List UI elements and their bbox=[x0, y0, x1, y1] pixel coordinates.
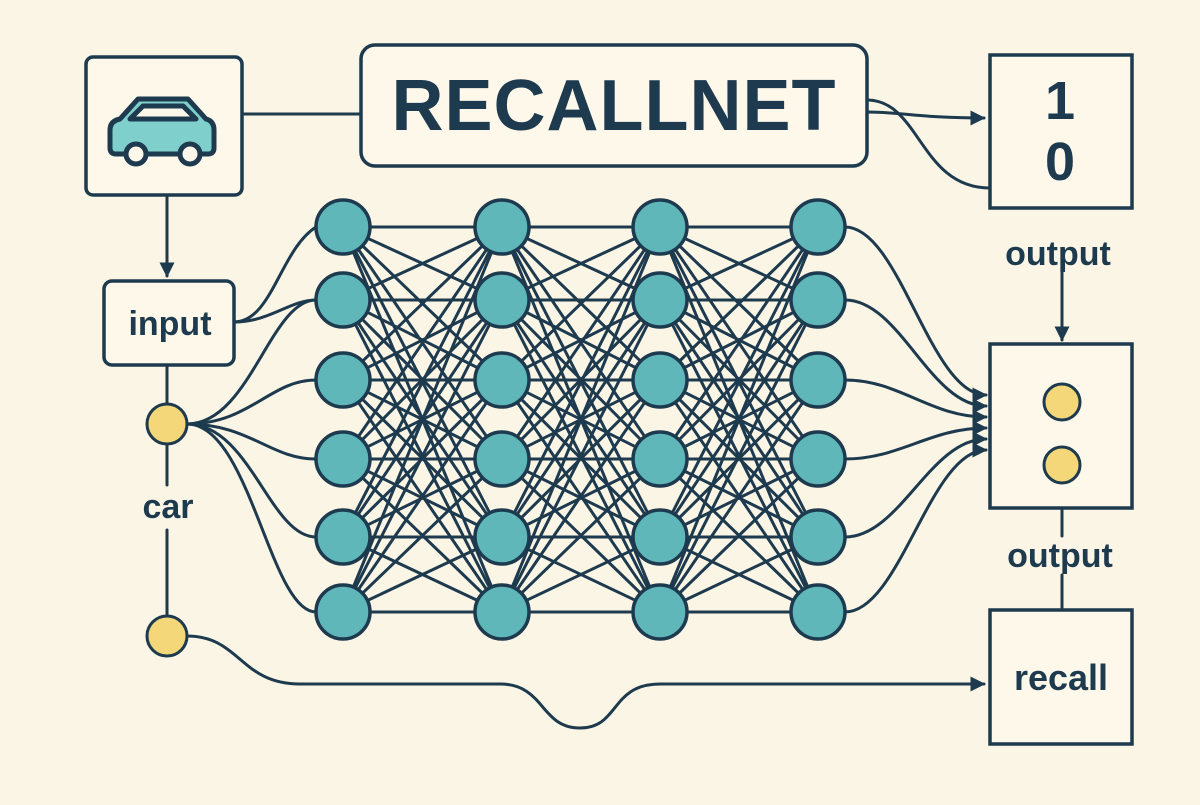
car-to-recall-arrow bbox=[185, 634, 986, 730]
connection-line bbox=[658, 298, 820, 614]
output-token-2 bbox=[1042, 445, 1082, 485]
connection-line bbox=[658, 378, 820, 614]
network-node bbox=[473, 508, 531, 566]
network-node bbox=[789, 583, 847, 641]
connection-line bbox=[658, 225, 820, 539]
network-node bbox=[314, 430, 372, 488]
input-to-node-line bbox=[232, 225, 318, 324]
title-box: RECALLNET bbox=[359, 43, 869, 168]
output-token-1 bbox=[1042, 382, 1082, 422]
input-label: input bbox=[128, 305, 211, 343]
car-icon bbox=[107, 96, 217, 167]
network-node bbox=[473, 430, 531, 488]
connection-line bbox=[500, 298, 662, 614]
connection-line bbox=[658, 225, 820, 461]
network-node bbox=[789, 430, 847, 488]
connection-line bbox=[658, 225, 820, 382]
network-node bbox=[314, 583, 372, 641]
network-node bbox=[789, 351, 847, 409]
input-image-box bbox=[84, 55, 244, 197]
network-node bbox=[473, 198, 531, 256]
car-to-node-line bbox=[185, 422, 318, 614]
connection-line bbox=[341, 225, 504, 539]
connection-line bbox=[500, 378, 662, 614]
connection-line bbox=[341, 225, 504, 382]
connection-line bbox=[341, 225, 504, 302]
node-to-output-line bbox=[843, 378, 988, 425]
network-node bbox=[473, 351, 531, 409]
node-to-output-line bbox=[843, 442, 988, 614]
network-node bbox=[473, 271, 531, 329]
connection-line bbox=[341, 535, 504, 614]
network-node bbox=[631, 583, 689, 641]
network-node bbox=[789, 198, 847, 256]
network-node bbox=[631, 430, 689, 488]
car-to-node-line bbox=[185, 422, 318, 539]
connection-line bbox=[658, 457, 820, 614]
car-to-node-line bbox=[185, 298, 318, 426]
output-label-top: output bbox=[1005, 235, 1111, 273]
binary-output-box: 1 0 bbox=[988, 53, 1134, 210]
connection-line bbox=[500, 225, 662, 539]
connection-line bbox=[500, 225, 662, 302]
network-node bbox=[631, 508, 689, 566]
car-token-upper bbox=[145, 402, 189, 446]
network-node bbox=[789, 508, 847, 566]
connection-line bbox=[341, 378, 504, 614]
node-to-output-line bbox=[843, 298, 988, 414]
network-node bbox=[631, 271, 689, 329]
input-box: input bbox=[102, 279, 236, 367]
connection-line bbox=[500, 535, 662, 614]
network-node bbox=[314, 508, 372, 566]
network-node bbox=[631, 351, 689, 409]
binary-digit-1: 1 bbox=[1045, 71, 1075, 131]
recall-box: recall bbox=[988, 608, 1134, 746]
node-to-output-line bbox=[843, 431, 988, 539]
node-to-output-line bbox=[843, 420, 988, 461]
title-to-output-arrow bbox=[865, 110, 986, 126]
connection-line bbox=[658, 535, 820, 614]
connection-line bbox=[658, 225, 820, 302]
title-to-output-curve bbox=[865, 98, 992, 190]
network-node bbox=[631, 198, 689, 256]
connection-line bbox=[500, 298, 662, 382]
output-node-box bbox=[988, 342, 1134, 510]
connection-line bbox=[658, 298, 820, 382]
connection-line bbox=[341, 457, 504, 614]
recall-label: recall bbox=[1014, 657, 1108, 698]
connection-line bbox=[341, 298, 504, 382]
connection-line bbox=[500, 225, 662, 382]
car-token-lower bbox=[145, 614, 189, 658]
connection-line bbox=[500, 457, 662, 614]
binary-digit-2: 0 bbox=[1045, 132, 1075, 192]
connection-line bbox=[500, 225, 662, 461]
network-node bbox=[314, 198, 372, 256]
network-nodes bbox=[314, 198, 847, 641]
network-connections bbox=[159, 98, 1070, 730]
network-node bbox=[473, 583, 531, 641]
network-node bbox=[789, 271, 847, 329]
car-to-node-line bbox=[185, 378, 318, 426]
connection-line bbox=[341, 298, 504, 614]
title-text: RECALLNET bbox=[392, 66, 837, 146]
network-node bbox=[314, 271, 372, 329]
network-node bbox=[314, 351, 372, 409]
output-label-bottom: output bbox=[1007, 537, 1113, 575]
car-to-node-line bbox=[185, 422, 318, 461]
connection-line bbox=[341, 225, 504, 461]
node-to-output-line bbox=[843, 225, 988, 403]
car-label: car bbox=[142, 488, 193, 526]
